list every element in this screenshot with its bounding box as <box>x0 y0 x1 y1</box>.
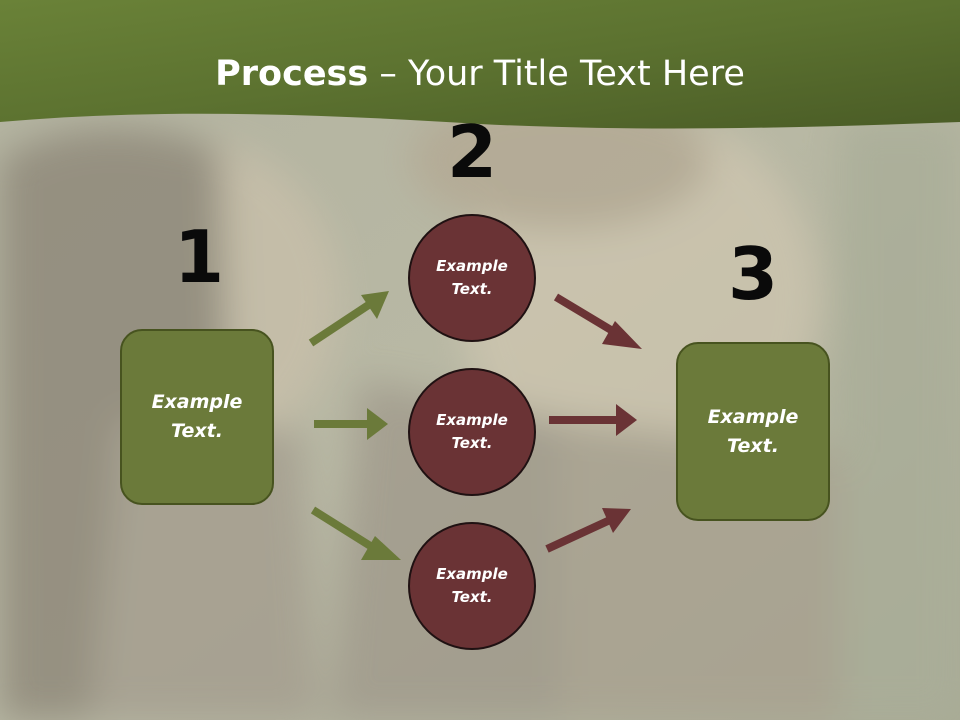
left-step-box: Example Text. <box>120 329 274 505</box>
page-title: Process – Your Title Text Here <box>0 52 960 96</box>
step-number-3: 3 <box>727 232 779 316</box>
circle-middle-text: Example Text. <box>436 411 508 452</box>
title-rest: – Your Title Text Here <box>368 54 745 94</box>
left-step-box-text: Example Text. <box>151 391 243 442</box>
step-number-1: 1 <box>173 215 225 299</box>
right-step-box: Example Text. <box>676 342 830 521</box>
circle-bottom-text: Example Text. <box>436 565 508 606</box>
step-number-2: 2 <box>446 110 498 194</box>
right-step-box-text: Example Text. <box>707 405 799 457</box>
title-bold: Process <box>215 54 369 94</box>
header-banner <box>0 0 960 129</box>
circle-top: Example Text. <box>408 214 536 342</box>
circle-bottom: Example Text. <box>408 522 536 650</box>
circle-middle: Example Text. <box>408 368 536 496</box>
circle-top-text: Example Text. <box>436 257 508 298</box>
